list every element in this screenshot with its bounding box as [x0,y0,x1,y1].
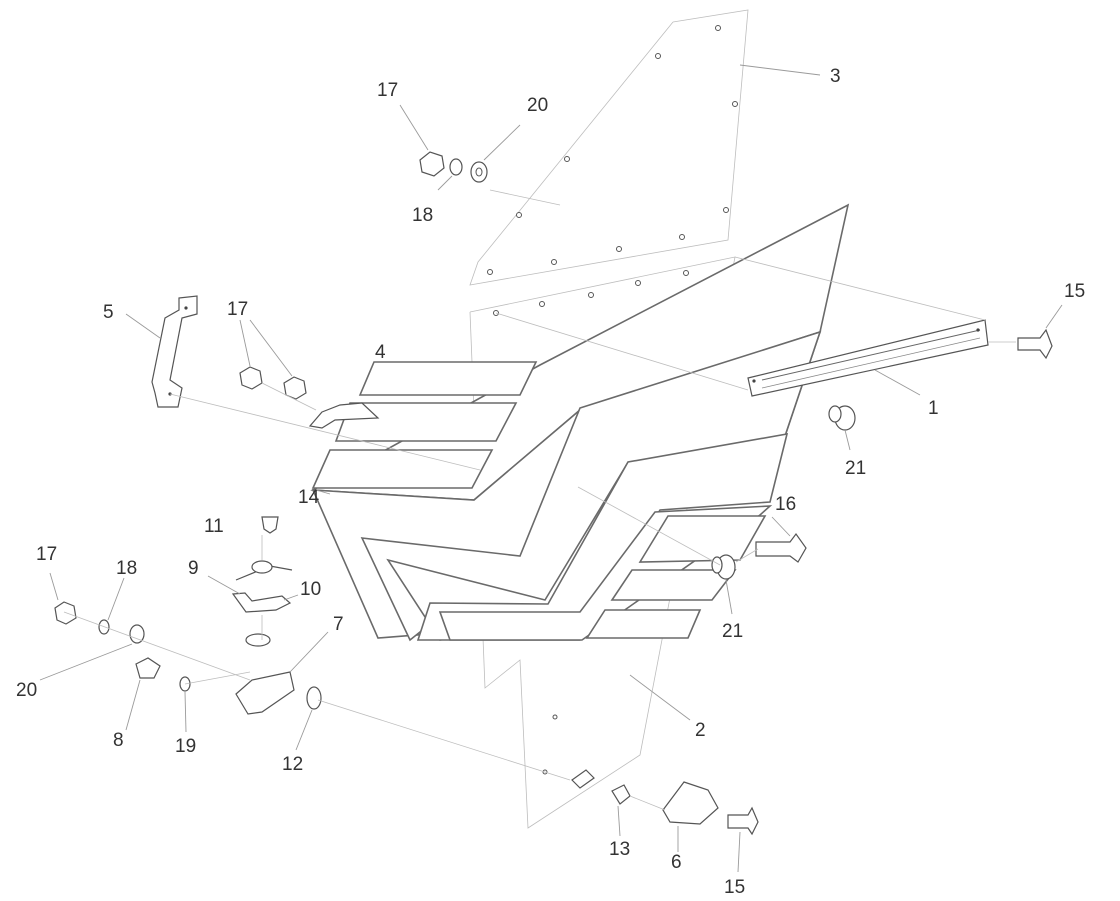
leader-lines [39,64,1063,873]
callout-20-left: 20 [16,680,37,701]
assembly-lines [63,189,1016,811]
callout-14: 14 [298,487,320,508]
callout-5: 5 [103,302,114,323]
bracket-part-5 [151,295,198,408]
callout-2: 2 [695,720,706,741]
callout-7: 7 [333,614,344,635]
decal-panel-part-14 [310,203,850,642]
callout-17-top: 17 [377,80,398,101]
callout-9: 9 [188,558,199,579]
callout-18-top: 18 [412,205,433,226]
latch-assembly [231,516,322,715]
callout-17-middle: 17 [227,299,248,320]
callout-10: 10 [300,579,321,600]
callout-11: 11 [204,516,224,537]
callout-16: 16 [775,494,796,515]
callout-4: 4 [375,342,386,363]
callout-21-right: 21 [845,458,866,479]
hinge-part-1 [747,319,989,397]
striker-plate-part-4 [308,402,380,429]
callout-1: 1 [928,398,939,419]
callout-6: 6 [671,852,682,873]
hardware-middle [239,366,307,400]
callout-18-left: 18 [116,558,137,579]
callout-19: 19 [175,736,196,757]
callout-21-lower: 21 [722,621,743,642]
callout-15-top: 15 [1064,281,1085,302]
callout-17-left: 17 [36,544,57,565]
callout-8: 8 [113,730,124,751]
hardware-left [54,601,191,692]
callout-labels: 1 2 3 4 5 6 7 8 9 10 11 12 13 14 15 15 1… [16,66,1085,898]
hardware-right [571,328,1053,836]
callout-12: 12 [282,754,303,775]
upper-panel-part-3 [469,9,749,286]
callout-13: 13 [609,839,630,860]
callout-20-top: 20 [527,95,548,116]
hardware-upper [419,151,488,183]
callout-3: 3 [830,66,841,87]
callout-15-bottom: 15 [724,877,745,898]
